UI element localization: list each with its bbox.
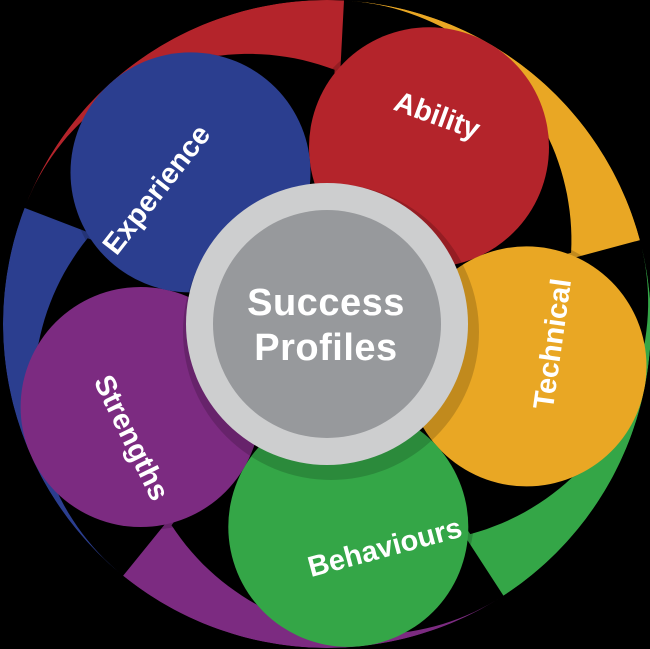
center-disc — [213, 210, 441, 438]
center-title-line2: Profiles — [254, 327, 397, 369]
petal-tail-ability — [24, 0, 344, 324]
petal-head-behaviours — [228, 406, 469, 647]
petal-tail-experience — [3, 207, 327, 576]
center-title-line1: Success — [247, 282, 405, 324]
petal-tail-behaviours — [327, 240, 650, 596]
petal-tail-technical — [327, 0, 640, 325]
